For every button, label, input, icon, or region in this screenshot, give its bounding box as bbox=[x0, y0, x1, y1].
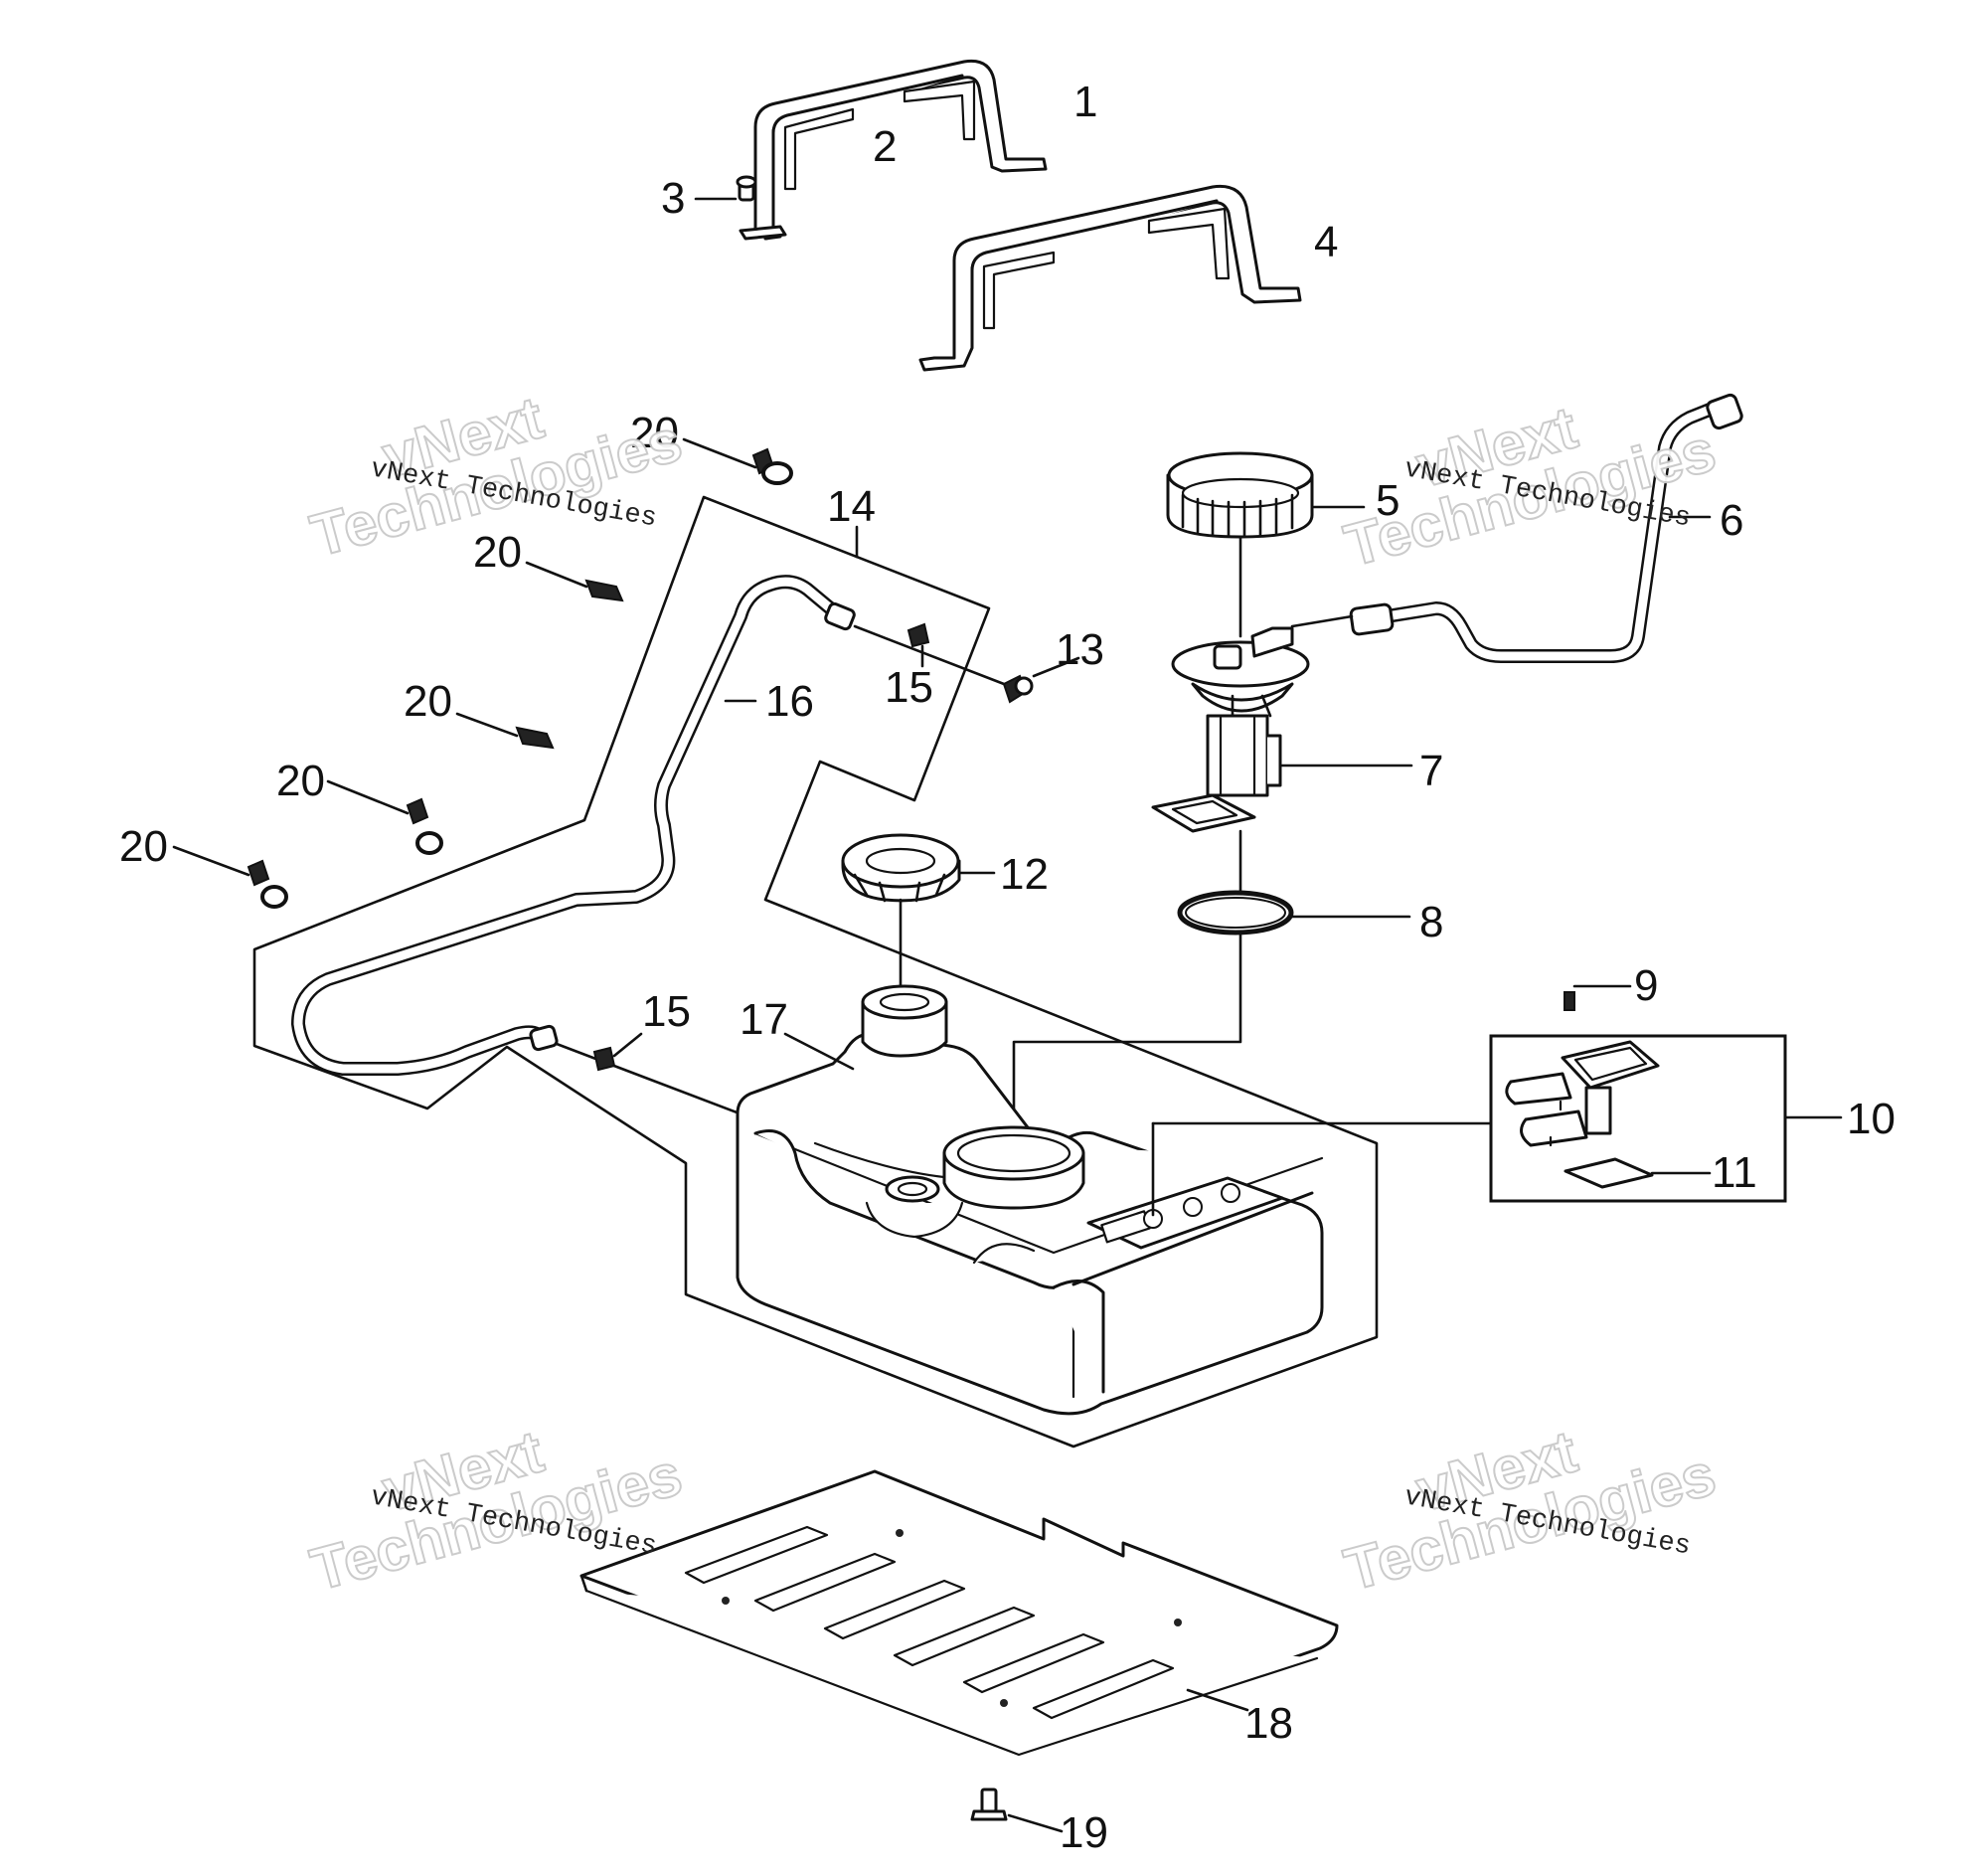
tank-strap-lower bbox=[918, 184, 1302, 372]
callout-3: 3 bbox=[661, 174, 685, 223]
callout-20-a: 20 bbox=[630, 409, 679, 457]
callout-2: 2 bbox=[873, 122, 897, 171]
gasket-11 bbox=[1564, 1157, 1712, 1189]
callout-4: 4 bbox=[1314, 218, 1338, 266]
callout-20-d: 20 bbox=[276, 757, 325, 805]
hose-group-outline-14 bbox=[252, 495, 1379, 1449]
callout-6: 6 bbox=[1720, 496, 1743, 545]
callout-15-upper: 15 bbox=[885, 663, 933, 712]
clamp-20-c bbox=[455, 712, 555, 750]
clamp-15-lower bbox=[592, 1032, 643, 1072]
callout-19: 19 bbox=[1060, 1808, 1108, 1857]
clamp-15-upper bbox=[906, 622, 930, 668]
clamp-20-e bbox=[172, 845, 288, 909]
callout-7: 7 bbox=[1419, 747, 1443, 795]
fuel-tank-17 bbox=[736, 984, 1493, 1416]
callout-8: 8 bbox=[1419, 898, 1443, 946]
breather-hose-16 bbox=[291, 575, 1006, 1163]
bolt-3 bbox=[694, 175, 757, 202]
callout-11: 11 bbox=[1712, 1148, 1757, 1197]
callout-5: 5 bbox=[1376, 476, 1400, 525]
skid-plate-18 bbox=[579, 1469, 1339, 1757]
clamp-13 bbox=[1002, 656, 1080, 704]
watermark-top-right: vNext Technologies bbox=[1337, 393, 1724, 580]
screw-9 bbox=[1564, 984, 1632, 1011]
callout-13: 13 bbox=[1056, 625, 1104, 674]
callout-1: 1 bbox=[1073, 78, 1097, 126]
filler-cap-12 bbox=[841, 833, 996, 1001]
sender-group-10 bbox=[1489, 1034, 1843, 1203]
fuel-pump-7 bbox=[1151, 535, 1413, 833]
o-ring-8 bbox=[1012, 829, 1411, 1135]
fuel-sender-10 bbox=[1505, 1040, 1660, 1147]
callout-14: 14 bbox=[827, 482, 876, 531]
callout-17: 17 bbox=[740, 995, 788, 1044]
callout-15-lower: 15 bbox=[642, 987, 691, 1036]
watermark-bottom-right: vNext Technologies bbox=[1337, 1417, 1724, 1604]
callout-20-c: 20 bbox=[404, 677, 452, 726]
callout-20-b: 20 bbox=[473, 528, 522, 577]
clamp-20-a bbox=[682, 437, 793, 485]
fuel-line-6 bbox=[1349, 393, 1743, 663]
lock-ring-5 bbox=[1166, 451, 1366, 539]
callout-9: 9 bbox=[1634, 961, 1658, 1010]
tank-strap-upper bbox=[739, 59, 1048, 241]
callout-20-e: 20 bbox=[119, 822, 168, 871]
screw-19 bbox=[970, 1788, 1064, 1833]
clamp-20-d bbox=[326, 779, 443, 855]
callout-10: 10 bbox=[1847, 1095, 1895, 1143]
callout-16: 16 bbox=[765, 677, 814, 726]
callout-labels: 1 2 3 4 5 6 7 8 9 10 11 12 13 14 15 15 1… bbox=[119, 78, 1895, 1857]
callout-18: 18 bbox=[1244, 1699, 1293, 1748]
clamp-20-b bbox=[525, 561, 624, 602]
callout-12: 12 bbox=[1000, 850, 1049, 899]
